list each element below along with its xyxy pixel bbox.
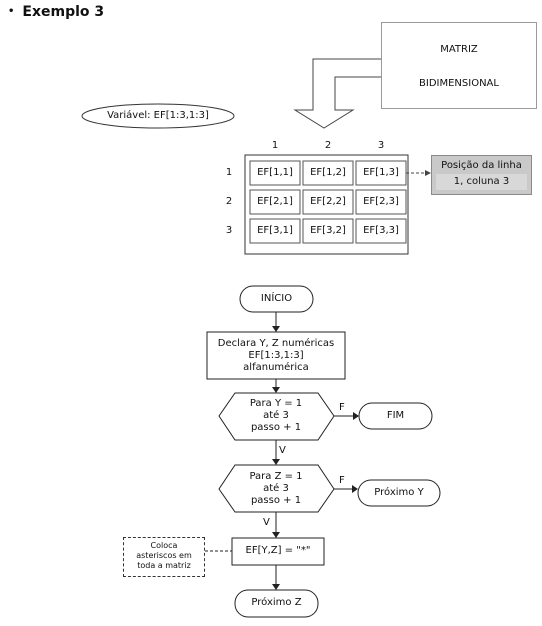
comment-line3: toda a matriz	[137, 561, 191, 570]
arrowhead	[272, 387, 280, 393]
next-z-terminal-shape	[234, 589, 319, 618]
next-y-terminal-shape	[357, 479, 441, 507]
grid-cell: EF[1,1]	[257, 167, 293, 178]
declare-label: Declara Y, Z numéricas EF[1:3,1:3] alfan…	[207, 338, 345, 374]
grid-cell-box	[249, 160, 301, 186]
comment-line1: Coloca	[150, 541, 178, 550]
grid-row-header: 2	[225, 196, 233, 207]
position-note: Posição da linha 1, coluna 3	[431, 155, 532, 195]
arrowhead	[272, 326, 280, 332]
declare-line3: alfanumérica	[243, 362, 309, 373]
grid-cell-box	[302, 218, 354, 244]
matrix-type-box: MATRIZ BIDIMENSIONAL	[381, 22, 537, 109]
grid-row-header: 3	[225, 225, 233, 236]
arrowhead	[272, 584, 280, 590]
arrowhead	[353, 412, 359, 420]
declare-line2: EF[1:3,1:3]	[248, 350, 304, 361]
loop-z-line2: até 3	[263, 483, 289, 494]
loop-z-line1: Para Z = 1	[249, 471, 303, 482]
grid-cell: EF[2,3]	[363, 196, 399, 207]
assign-label: EF[Y,Z] = "*"	[245, 545, 311, 556]
position-note-line2: 1, coluna 3	[436, 174, 527, 190]
loop-z-decision-shape	[218, 464, 335, 513]
grid-col-header: 3	[377, 140, 385, 151]
heading-title: Exemplo 3	[22, 4, 105, 20]
declare-process-shape	[206, 331, 346, 380]
flow-connectors	[205, 312, 353, 584]
grid-cell: EF[2,1]	[257, 196, 293, 207]
assign-process-shape	[231, 537, 325, 566]
grid-cell-box	[355, 189, 407, 215]
grid-cell: EF[1,2]	[310, 167, 346, 178]
hollow-arrow	[293, 58, 394, 129]
end-label: FIM	[386, 410, 405, 421]
declare-line1: Declara Y, Z numéricas	[217, 338, 335, 349]
grid-cell: EF[3,3]	[363, 225, 399, 236]
note-pointer-head	[425, 170, 431, 176]
next-y-label: Próximo Y	[374, 487, 424, 498]
variable-ellipse	[81, 103, 235, 129]
loop-y-decision-shape	[218, 392, 335, 441]
false-label-loop-z: F	[339, 475, 345, 486]
loop-y-line3: passo + 1	[250, 422, 302, 433]
arrowhead	[272, 459, 280, 465]
grid-col-header: 1	[271, 140, 279, 151]
grid-cell: EF[1,3]	[363, 167, 399, 178]
matrix-box-line2: BIDIMENSIONAL	[419, 78, 499, 89]
grid-cell-box	[355, 218, 407, 244]
section-heading: • Exemplo 3	[8, 4, 104, 20]
next-z-label: Próximo Z	[251, 597, 302, 608]
grid-cell-box	[249, 218, 301, 244]
loop-z-label: Para Z = 1 até 3 passo + 1	[226, 471, 326, 507]
grid-cell: EF[3,1]	[257, 225, 293, 236]
grid-cell-box	[302, 160, 354, 186]
grid-cell: EF[2,2]	[310, 196, 346, 207]
comment-line2: asteriscos em	[136, 551, 192, 560]
grid-row-header: 1	[225, 167, 233, 178]
grid-cell: EF[3,2]	[310, 225, 346, 236]
position-note-line1: Posição da linha	[441, 160, 522, 171]
bullet-marker: •	[8, 6, 15, 17]
grid-cell-box	[249, 189, 301, 215]
loop-z-line3: passo + 1	[250, 495, 302, 506]
comment-box: Coloca asteriscos em toda a matriz	[123, 537, 205, 577]
arrowhead	[272, 532, 280, 538]
true-label-loop-z: V	[263, 517, 270, 528]
start-label: INÍCIO	[260, 293, 293, 304]
variable-label: Variável: EF[1:3,1:3]	[107, 110, 209, 121]
arrowhead	[352, 485, 358, 493]
loop-y-line1: Para Y = 1	[249, 398, 303, 409]
loop-y-line2: até 3	[263, 410, 289, 421]
matrix-box-line1: MATRIZ	[440, 44, 478, 55]
true-label-loop-y: V	[279, 445, 286, 456]
grid-cell-box	[302, 189, 354, 215]
flow-arrowheads	[272, 326, 359, 590]
loop-y-label: Para Y = 1 até 3 passo + 1	[226, 398, 326, 434]
grid-cells	[249, 160, 407, 244]
false-label-loop-y: F	[339, 402, 345, 413]
grid-col-header: 2	[324, 140, 332, 151]
